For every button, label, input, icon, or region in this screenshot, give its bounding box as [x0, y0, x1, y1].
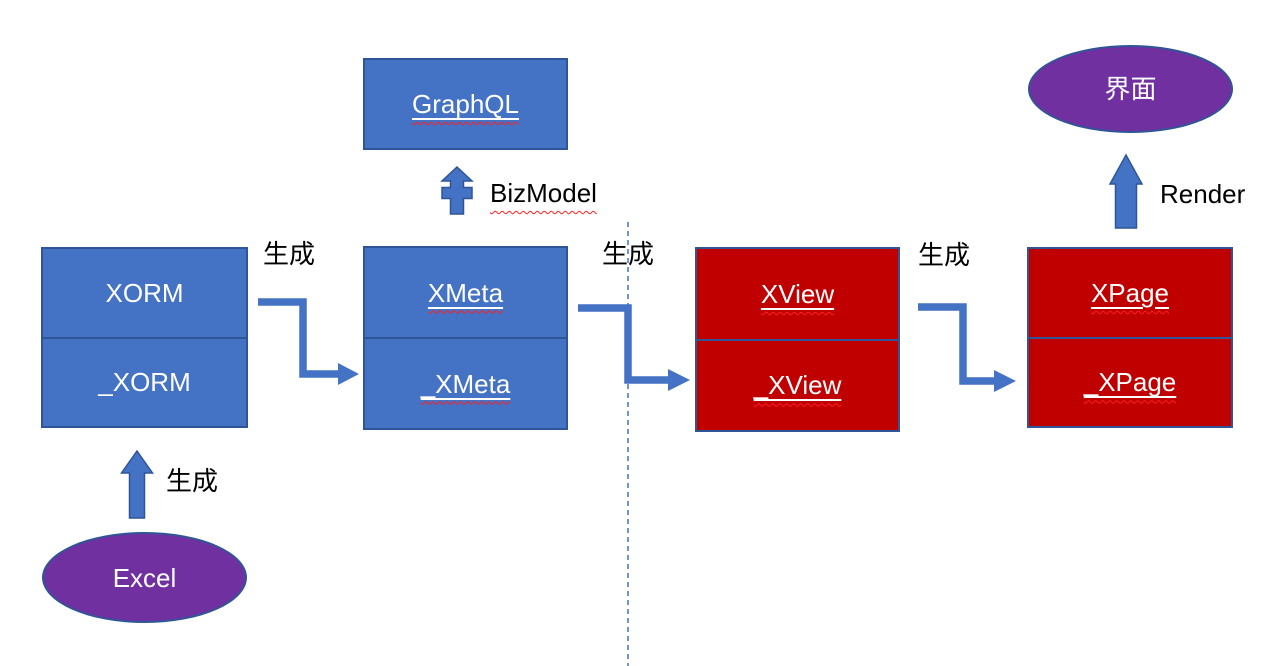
- edge-label-excel-to-xorm: 生成: [166, 466, 219, 496]
- xmeta-top-cell: XMeta: [365, 248, 566, 337]
- xpage-box: XPage _XPage: [1027, 247, 1233, 428]
- excel-label: Excel: [112, 562, 177, 593]
- xmeta-bottom-label: _XMeta: [420, 368, 511, 399]
- xview-bottom-label-underline: _XView: [754, 372, 842, 398]
- graphql-label: GraphQL: [412, 89, 519, 119]
- xpage-top-label: XPage: [1090, 277, 1170, 308]
- graphql-cell: GraphQL: [365, 60, 566, 148]
- xorm-bottom-cell: _XORM: [43, 336, 246, 427]
- edge-label-xorm-to-xmeta: 生成: [263, 239, 316, 269]
- arrowhead-right-icon: [668, 369, 690, 391]
- edge-label-render: Render: [1160, 179, 1246, 209]
- xview-top-label: XView: [760, 278, 835, 309]
- xmeta-bottom-label-underline: _XMeta: [421, 371, 511, 397]
- edge-label-xview-to-xpage: 生成: [918, 240, 971, 270]
- graphql-box: GraphQL: [363, 58, 568, 150]
- ui-ellipse: 界面: [1028, 45, 1233, 133]
- elbow-arrow-xorm-to-xmeta: [258, 298, 359, 385]
- xmeta-bottom-cell: _XMeta: [365, 337, 566, 428]
- ui-label: 界面: [1104, 74, 1157, 104]
- xorm-bottom-label: _XORM: [98, 367, 191, 398]
- xview-box: XView _XView: [695, 247, 900, 432]
- elbow-arrow-line: [918, 303, 996, 385]
- xorm-top-label: XORM: [105, 277, 184, 308]
- up-arrow-excel-to-xorm: [120, 449, 154, 519]
- excel-ellipse: Excel: [42, 532, 247, 623]
- xpage-bottom-cell: _XPage: [1029, 336, 1231, 427]
- elbow-arrow-xview-to-xpage: [918, 303, 1016, 392]
- up-arrow-xpage-to-ui: [1108, 153, 1144, 229]
- xpage-top-cell: XPage: [1029, 249, 1231, 337]
- arrowhead-right-icon: [994, 370, 1016, 392]
- xpage-top-label-underline: XPage: [1091, 280, 1169, 306]
- cross-up-arrow-bizmodel: [440, 165, 474, 215]
- elbow-arrow-xmeta-to-xview: [578, 304, 690, 391]
- arrowhead-right-icon: [338, 363, 359, 385]
- xmeta-top-label: XMeta: [427, 277, 504, 308]
- edge-label-xmeta-to-xview: 生成: [602, 239, 655, 269]
- edge-label-bizmodel: BizModel: [490, 178, 597, 208]
- elbow-arrow-line: [578, 304, 670, 384]
- xmeta-box: XMeta _XMeta: [363, 246, 568, 430]
- xorm-top-cell: XORM: [43, 249, 246, 337]
- xview-top-cell: XView: [697, 249, 898, 339]
- xview-bottom-cell: _XView: [697, 338, 898, 431]
- xorm-box: XORM _XORM: [41, 247, 248, 428]
- xpage-bottom-label: _XPage: [1083, 367, 1177, 398]
- xview-top-label-underline: XView: [761, 281, 834, 307]
- xview-bottom-label: _XView: [753, 370, 842, 401]
- graphql-label-underline: GraphQL: [412, 91, 519, 117]
- xpage-bottom-label-underline: _XPage: [1084, 369, 1177, 395]
- xmeta-top-label-underline: XMeta: [428, 280, 503, 306]
- elbow-arrow-line: [258, 298, 340, 378]
